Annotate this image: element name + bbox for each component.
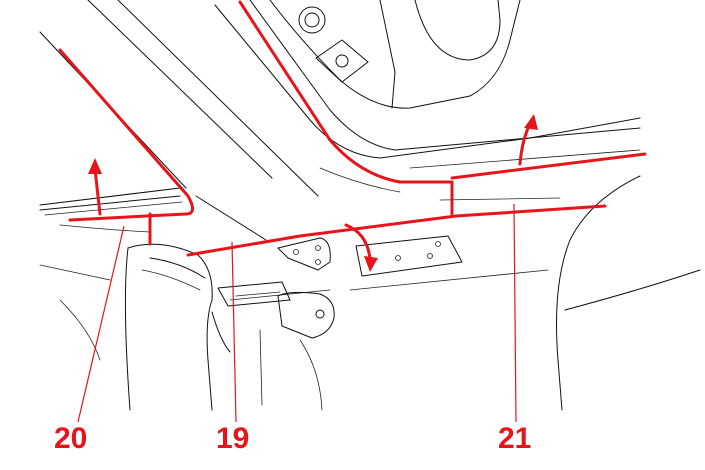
roof-header-outline <box>214 4 641 159</box>
callout-leader-20 <box>77 225 125 423</box>
pillar-mount-plate <box>277 237 331 271</box>
dashboard-outline <box>39 264 111 281</box>
seat-trim-outline <box>141 269 201 291</box>
callout-leaders <box>77 203 517 423</box>
roof-bracket-plate <box>355 235 463 277</box>
callout-leader-19 <box>231 241 237 423</box>
seat-trim-outline <box>299 339 323 411</box>
hinge-bracket-outline <box>217 281 291 307</box>
dashboard-outline <box>59 224 151 233</box>
roof-fixture-outline <box>298 6 326 34</box>
trim-panel-highlights <box>58 0 647 272</box>
roof-bracket-plate <box>395 255 401 261</box>
seat-trim-outline <box>259 329 263 406</box>
callout-leader-21 <box>513 203 517 423</box>
roof-header-trim-highlight <box>450 152 647 180</box>
roof-bracket-plate <box>435 241 441 247</box>
roof-fixture-outline <box>304 12 320 28</box>
pillar-mount-plate <box>293 249 299 255</box>
seat-trim-outline <box>59 299 101 361</box>
a-pillar-edge-line <box>195 195 267 241</box>
pillar-mount-plate <box>315 245 321 251</box>
roof-fixture-outline <box>379 0 396 109</box>
removal-arrow-head <box>88 158 102 174</box>
door-frame-outline <box>439 197 561 201</box>
hinge-bracket-outline <box>315 309 325 319</box>
a-pillar-edge-line <box>117 0 319 197</box>
removal-arrow-head <box>524 114 538 130</box>
pillar-mount-plate <box>315 259 321 265</box>
removal-arrow-head <box>364 256 378 272</box>
seat-trim-outline <box>124 247 131 411</box>
front-pillar-lower-trim-highlight <box>186 204 607 257</box>
dashboard-outline <box>39 195 181 211</box>
roof-header-outline <box>409 149 641 169</box>
roof-fixture-outline <box>315 39 369 83</box>
roof-header-outline <box>269 0 521 109</box>
callout-label-21: 21 <box>498 422 531 455</box>
callout-label-19: 19 <box>216 422 249 455</box>
hinge-bracket-outline <box>277 291 335 339</box>
callout-label-20: 20 <box>54 422 87 455</box>
dashboard-outline <box>44 201 183 216</box>
door-frame-outline <box>319 167 401 193</box>
roof-header-outline <box>414 0 501 61</box>
seat-trim-outline <box>211 311 231 353</box>
door-frame-outline <box>556 175 641 411</box>
a-pillar-edge-line <box>87 0 273 179</box>
roof-header-outline <box>249 0 396 151</box>
roof-header-trim-highlight <box>238 0 454 216</box>
hinge-bracket-outline <box>235 291 281 297</box>
door-frame-outline <box>564 269 701 311</box>
removal-arrow <box>93 166 102 216</box>
callout-labels: 20 19 21 <box>54 422 531 455</box>
roof-fixture-outline <box>335 54 349 68</box>
a-pillar-trim-highlight <box>58 48 194 222</box>
door-frame-outline <box>349 269 549 291</box>
removal-arrow <box>518 122 532 166</box>
dashboard-outline <box>39 187 181 206</box>
seat-trim-outline <box>127 243 213 411</box>
seat-trim-outline <box>149 257 206 279</box>
roof-bracket-plate <box>427 253 433 259</box>
removal-arrow <box>344 223 372 262</box>
roof-header-outline <box>394 127 641 151</box>
vehicle-outline-drawing <box>39 0 701 411</box>
